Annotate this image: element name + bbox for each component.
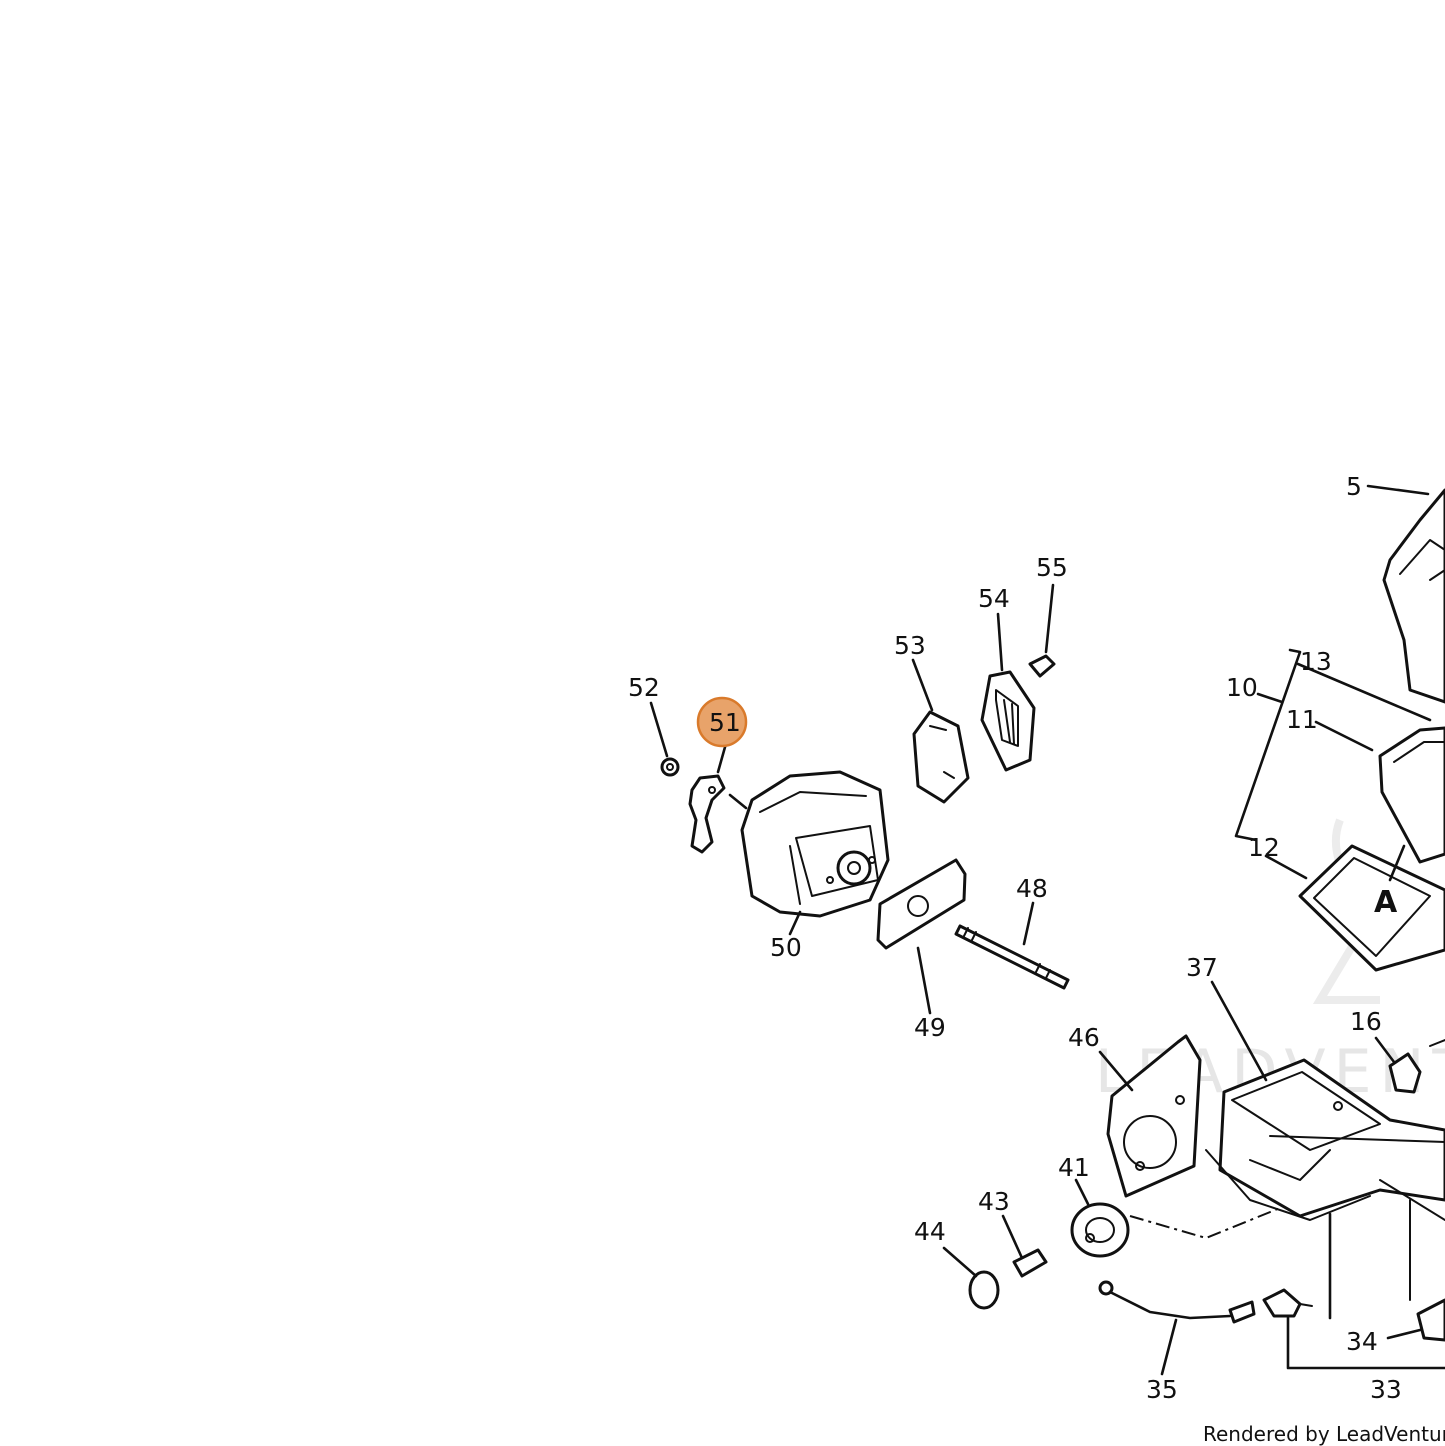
label-part-5[interactable]: 5 — [1346, 472, 1362, 501]
part-55-screw[interactable] — [1028, 654, 1056, 678]
label-part-53[interactable]: 53 — [894, 631, 926, 660]
label-part-16[interactable]: 16 — [1350, 1007, 1382, 1036]
label-part-44[interactable]: 44 — [914, 1217, 946, 1246]
part-48-stud-bolt[interactable] — [954, 924, 1070, 990]
footer-credit: Rendered by LeadVenture — [1203, 1422, 1445, 1446]
part-54-reed-valve[interactable] — [980, 670, 1036, 772]
part-34-gasket[interactable] — [1416, 1298, 1445, 1342]
part-46-heat-plate[interactable] — [1106, 1034, 1202, 1198]
label-part-55[interactable]: 55 — [1036, 553, 1068, 582]
label-part-46[interactable]: 46 — [1068, 1023, 1100, 1052]
part-35-cable[interactable] — [1098, 1280, 1256, 1324]
highlight-marker — [696, 696, 748, 748]
view-marker-a: A — [1374, 885, 1398, 920]
label-part-13[interactable]: 13 — [1300, 647, 1332, 676]
part-41-cap[interactable] — [1070, 1202, 1130, 1258]
label-part-37[interactable]: 37 — [1186, 953, 1218, 982]
label-part-12[interactable]: 12 — [1248, 833, 1280, 862]
label-part-49[interactable]: 49 — [914, 1013, 946, 1042]
bracket-10-12 — [1234, 648, 1432, 842]
label-part-48[interactable]: 48 — [1016, 874, 1048, 903]
part-53-reed-gasket[interactable] — [912, 710, 970, 804]
part-49-gasket[interactable] — [876, 858, 967, 950]
label-part-10[interactable]: 10 — [1226, 673, 1258, 702]
part-12-frame[interactable] — [1298, 844, 1445, 972]
part-37-carburetor-body[interactable] — [1205, 1058, 1445, 1221]
part-16-lever[interactable] — [1388, 1039, 1445, 1094]
label-part-34[interactable]: 34 — [1346, 1327, 1378, 1356]
part-44-plug[interactable] — [968, 1270, 1000, 1310]
label-part-54[interactable]: 54 — [978, 584, 1010, 613]
label-part-51[interactable]: 51 — [709, 708, 741, 737]
label-part-35[interactable]: 35 — [1146, 1375, 1178, 1404]
label-part-41[interactable]: 41 — [1058, 1153, 1090, 1182]
label-part-33[interactable]: 33 — [1370, 1375, 1402, 1404]
label-part-11[interactable]: 11 — [1286, 705, 1318, 734]
part-11-element[interactable] — [1378, 726, 1445, 864]
label-part-43[interactable]: 43 — [978, 1187, 1010, 1216]
part-51-bracket[interactable] — [688, 774, 726, 854]
part-5-air-cleaner-case[interactable] — [1382, 488, 1445, 704]
part-50-muffler[interactable] — [740, 770, 890, 918]
label-part-50[interactable]: 50 — [770, 933, 802, 962]
part-43-screw[interactable] — [1012, 1248, 1048, 1278]
part-33-needle[interactable] — [1262, 1288, 1313, 1318]
label-part-52[interactable]: 52 — [628, 673, 660, 702]
part-52-nut[interactable] — [660, 757, 680, 777]
